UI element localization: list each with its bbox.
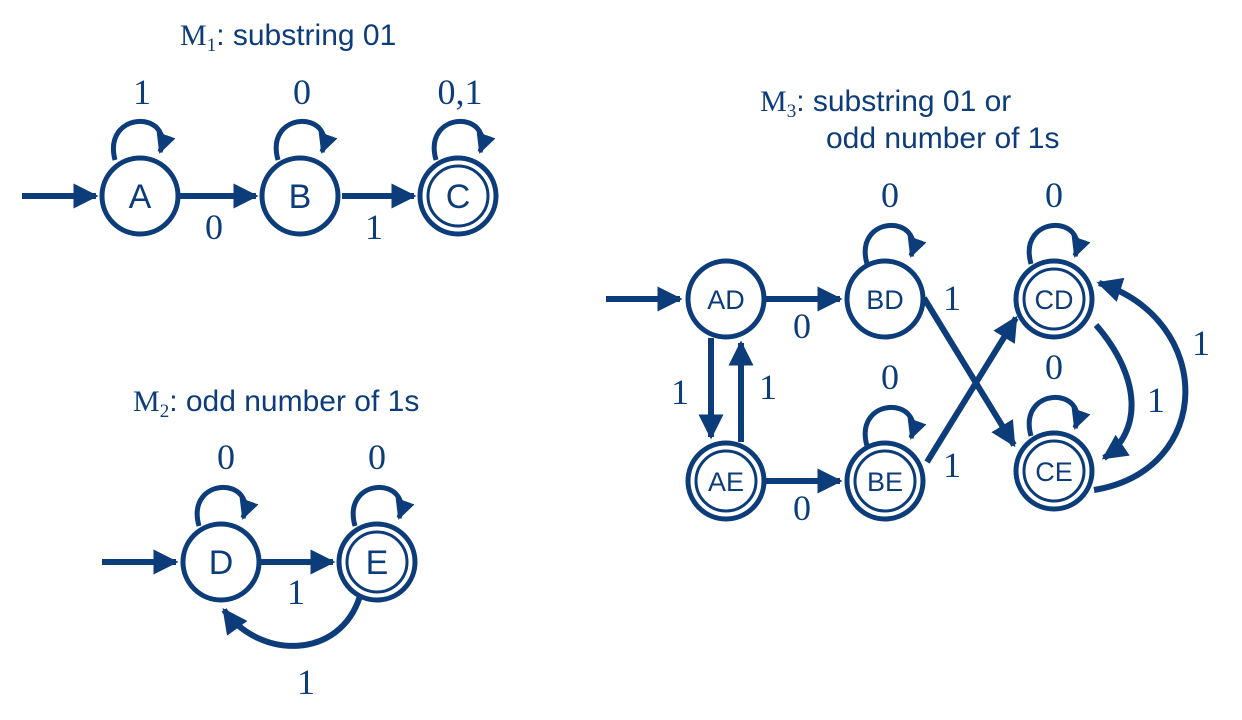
m3-state-BD — [844, 258, 926, 340]
m3-state-BE-accept-ring — [853, 449, 917, 513]
machine-m3: M3: substring 01 or odd number of 1s AD … — [606, 85, 1210, 528]
m3-label-loop-BD: 0 — [881, 175, 899, 215]
m3-state-CE-label: CE — [1035, 457, 1073, 487]
m3-label-loop-BE: 0 — [881, 357, 899, 397]
m1-label-B-C: 1 — [365, 207, 383, 247]
m2-state-E-accept-ring — [345, 530, 409, 594]
m1-title-sub: 1 — [207, 35, 217, 56]
m1-label-loop-C: 0,1 — [438, 72, 483, 112]
m1-title-prefix: M — [180, 19, 207, 52]
m2-label-D-E: 1 — [287, 572, 305, 612]
m2-title-prefix: M — [133, 385, 160, 418]
m2-title-rest: : odd number of 1s — [169, 385, 419, 418]
m1-title: M1: substring 01 — [180, 19, 396, 56]
m2-state-D-label: D — [209, 544, 234, 582]
m3-state-AD-label: AD — [707, 285, 745, 315]
m3-title-rest: : substring 01 or — [796, 85, 1011, 118]
m3-label-loop-CD: 0 — [1045, 175, 1063, 215]
m3-loop-BE — [862, 405, 927, 447]
m3-state-AE — [685, 440, 767, 522]
m3-edge-CE-CD — [1093, 277, 1189, 493]
m3-state-CD — [1013, 258, 1095, 340]
m3-state-CE-accept-ring — [1022, 439, 1086, 503]
m3-edge-BE-CD — [924, 315, 1019, 464]
m2-state-E-label: E — [366, 544, 389, 582]
m3-state-BE — [844, 440, 926, 522]
m2-edge-E-D — [221, 595, 363, 649]
m1-state-B-label: B — [289, 178, 312, 216]
m3-title-line2: odd number of 1s — [826, 122, 1059, 155]
m2-state-E — [336, 521, 418, 603]
m3-state-CE — [1013, 430, 1095, 512]
m1-loop-A — [110, 119, 176, 161]
m3-title-prefix: M — [760, 85, 787, 118]
m3-state-AE-label: AE — [708, 467, 744, 497]
m3-loop-CD — [1026, 223, 1091, 265]
m3-state-AE-accept-ring — [694, 449, 758, 513]
m1-state-A-label: A — [129, 178, 152, 216]
m1-label-loop-A: 1 — [133, 72, 151, 112]
m3-state-BE-label: BE — [867, 467, 903, 497]
m3-label-CD-CE: 1 — [1147, 380, 1165, 420]
m3-label-BD-CE: 1 — [943, 278, 961, 318]
m3-state-CD-label: CD — [1035, 285, 1074, 315]
m3-label-loop-CE: 0 — [1045, 347, 1063, 387]
m2-label-loop-E: 0 — [368, 437, 386, 477]
m3-label-AE-BE: 0 — [793, 488, 811, 528]
m1-loop-C — [431, 119, 496, 161]
m1-state-B — [259, 155, 341, 237]
m3-label-AD-BD: 0 — [793, 306, 811, 346]
machine-m2: M2: odd number of 1s D E 0 0 1 1 — [102, 385, 419, 702]
m1-state-A — [99, 155, 181, 237]
m2-label-E-D: 1 — [297, 662, 315, 702]
m1-label-loop-B: 0 — [293, 72, 311, 112]
m2-title: M2: odd number of 1s — [133, 385, 419, 422]
m1-state-C-accept-ring — [426, 164, 490, 228]
m3-edge-CD-CE — [1093, 323, 1135, 461]
m1-state-C — [417, 155, 499, 237]
m3-label-BE-CD: 1 — [943, 445, 961, 485]
m3-label-AE-AD: 1 — [759, 367, 777, 407]
m1-title-rest: : substring 01 — [216, 19, 396, 52]
m3-state-CD-accept-ring — [1022, 267, 1086, 331]
machine-m1: M1: substring 01 A B C 1 0 0,1 0 1 — [22, 19, 499, 247]
m3-title-sub: 3 — [787, 101, 797, 122]
m1-loop-B — [273, 119, 338, 161]
m2-title-sub: 2 — [160, 401, 170, 422]
m2-state-D — [180, 521, 262, 603]
m3-loop-CE — [1026, 395, 1091, 437]
m3-state-BD-label: BD — [866, 285, 904, 315]
m3-label-CE-CD: 1 — [1192, 323, 1210, 363]
m3-loop-BD — [862, 223, 927, 265]
m3-title-line1: M3: substring 01 or — [760, 85, 1011, 122]
m2-label-loop-D: 0 — [217, 437, 235, 477]
m1-state-C-label: C — [446, 178, 471, 216]
m3-edge-BD-CE — [921, 296, 1017, 448]
m2-loop-D — [194, 485, 259, 527]
m3-label-AD-AE: 1 — [671, 372, 689, 412]
m2-loop-E — [350, 485, 415, 527]
m3-state-AD — [685, 258, 767, 340]
m1-label-A-B: 0 — [205, 207, 223, 247]
